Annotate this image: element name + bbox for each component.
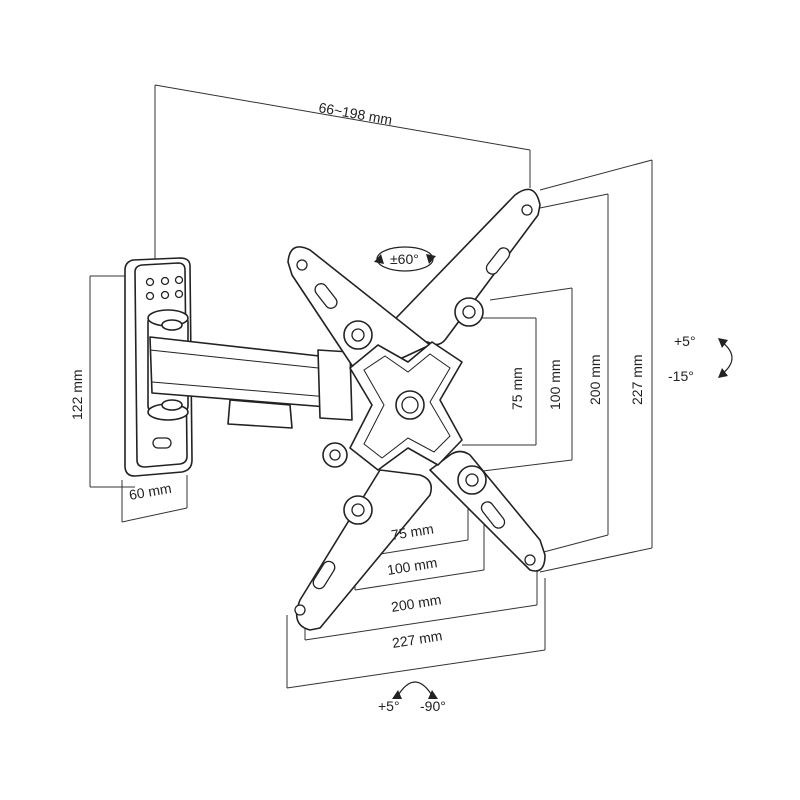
swivel-arrow <box>392 681 438 699</box>
tilt-up-label: +5° <box>674 333 696 349</box>
tilt-down-label: -15° <box>668 368 694 384</box>
vesa-v-227-label: 227 mm <box>629 354 645 405</box>
rotate-label: ±60° <box>390 251 419 267</box>
vesa-h-75-label: 75 mm <box>390 520 435 542</box>
arm-reach-label: 66~198 mm <box>317 99 393 128</box>
wall-plate-height-label: 122 mm <box>69 369 85 420</box>
vesa-h-100-label: 100 mm <box>386 554 438 578</box>
swivel-left-label: +5° <box>378 698 400 714</box>
vesa-v-100-label: 100 mm <box>547 359 563 410</box>
vesa-bracket <box>287 188 546 631</box>
wall-plate-width-label: 60 mm <box>128 480 173 503</box>
vesa-h-227-label: 227 mm <box>391 627 443 651</box>
rotate-arrow <box>374 246 436 272</box>
vesa-v-75-label: 75 mm <box>509 367 525 410</box>
articulating-arm <box>149 336 353 468</box>
tilt-arrow <box>718 338 733 378</box>
vesa-v-200-label: 200 mm <box>587 354 603 405</box>
rotation-labels: ±60° +5° -15° +5° -90° <box>378 251 696 714</box>
vesa-h-200-label: 200 mm <box>390 591 442 615</box>
swivel-right-label: -90° <box>420 698 446 714</box>
